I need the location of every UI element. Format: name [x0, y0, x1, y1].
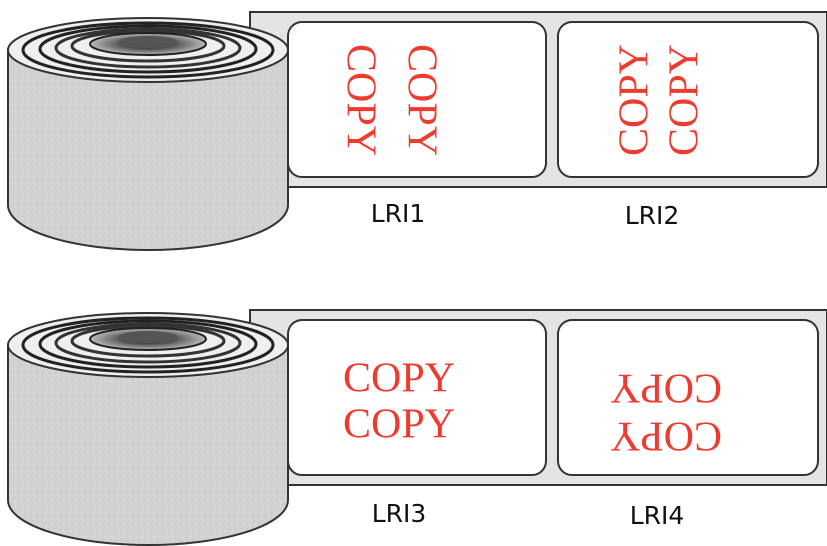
label-lri1	[287, 21, 547, 178]
label-lri4-text-group: COPY COPY	[610, 364, 722, 458]
lri2-copy-line-2: COPY	[662, 44, 708, 156]
lri1-copy-line-2: COPY	[398, 44, 444, 156]
lri4-copy-line-2: COPY	[610, 412, 722, 458]
lri2-copy-line-1: COPY	[612, 44, 658, 156]
roll-1	[7, 17, 289, 251]
row-1: COPY COPY COPY COPY LRI1 LRI2	[7, 11, 827, 251]
lri3-copy-line-2: COPY	[343, 402, 455, 448]
row-2: COPY COPY COPY COPY LRI3 LRI4	[7, 309, 827, 546]
roll-2	[7, 312, 289, 546]
label-lri4	[557, 319, 819, 476]
lri1-caption: LRI1	[371, 199, 426, 228]
label-lri3	[287, 319, 547, 476]
label-lri2	[557, 21, 819, 178]
label-lri3-text-group: COPY COPY	[343, 356, 455, 448]
lri3-caption: LRI3	[372, 499, 427, 528]
lri1-copy-line-1: COPY	[337, 44, 383, 156]
lri3-copy-line-1: COPY	[343, 356, 455, 402]
lri4-copy-line-1: COPY	[610, 364, 722, 410]
lri4-caption: LRI4	[630, 501, 685, 530]
lri2-caption: LRI2	[625, 201, 680, 230]
label-lri2-text-group: COPY COPY	[612, 44, 708, 156]
label-lri1-text-group: COPY COPY	[337, 44, 444, 156]
